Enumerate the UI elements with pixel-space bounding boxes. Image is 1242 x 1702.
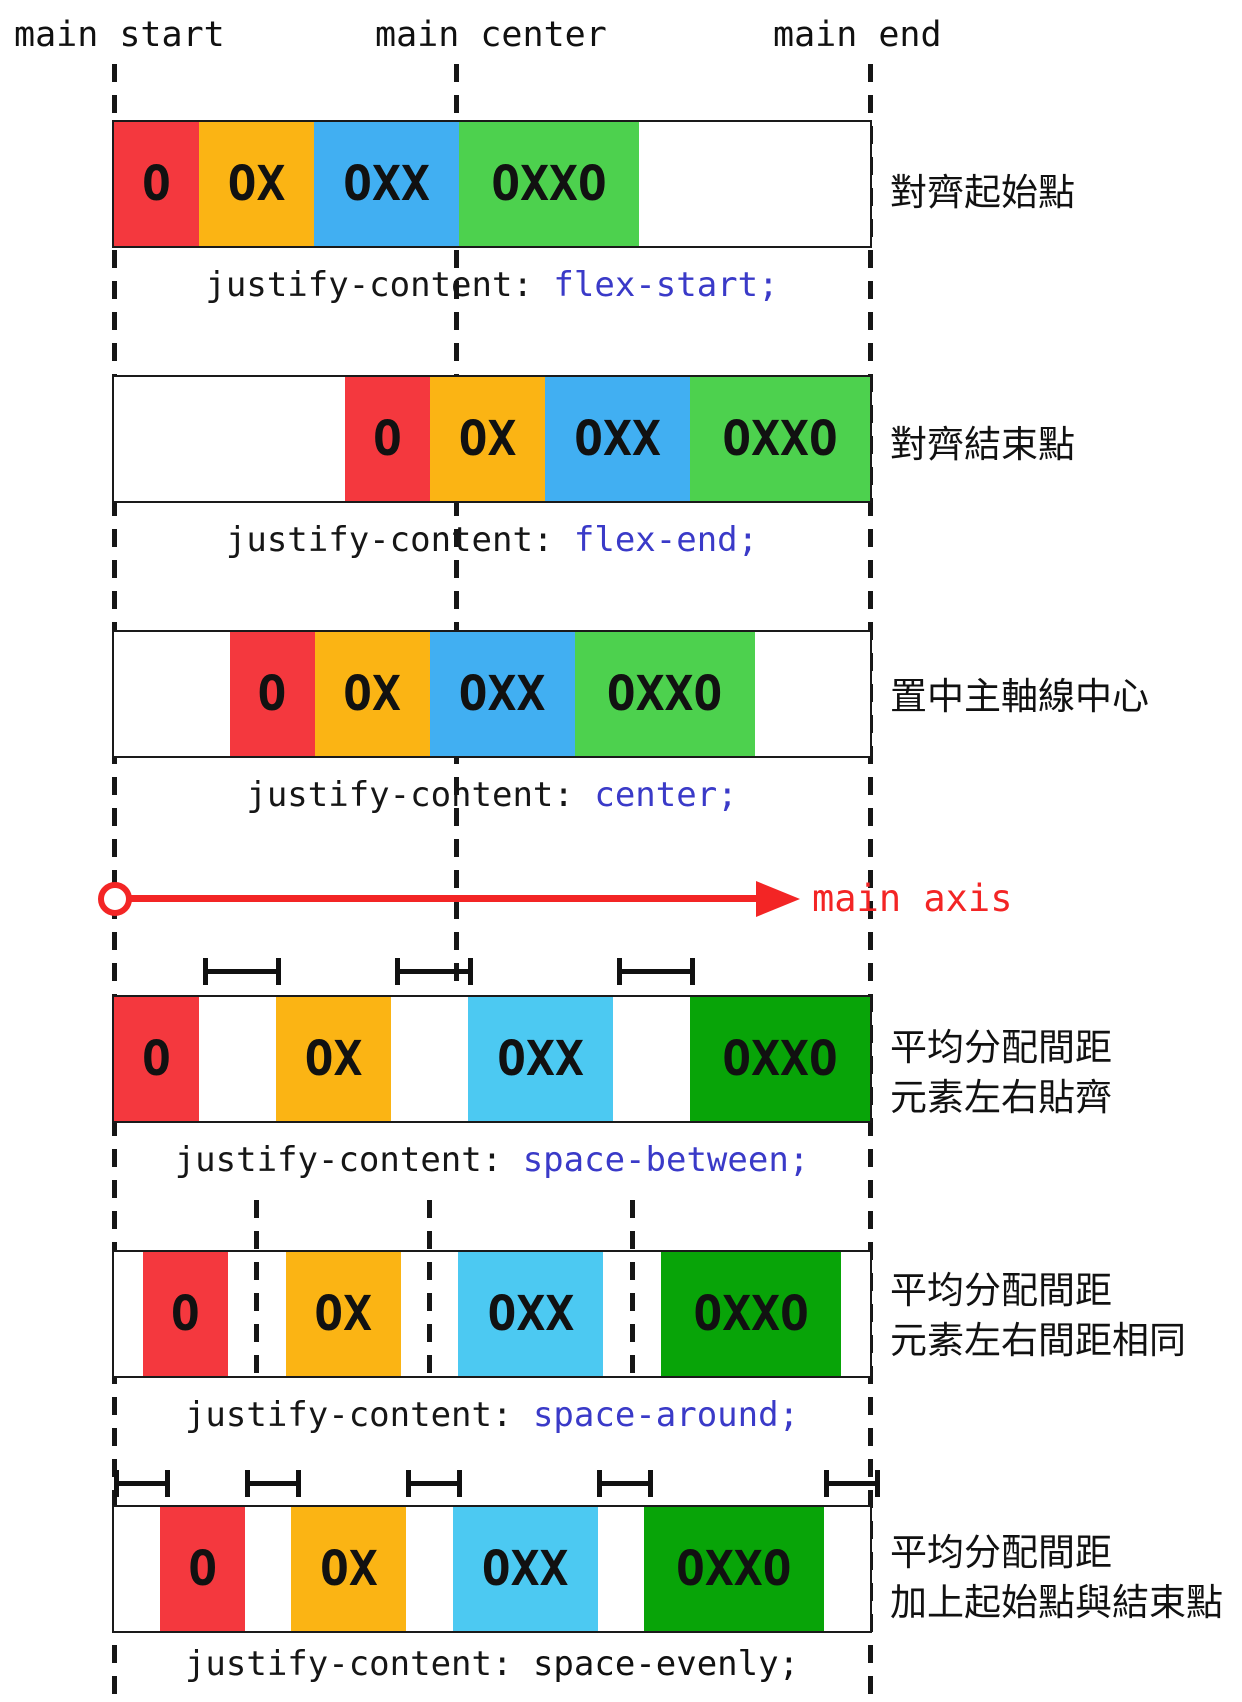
code-value: space-evenly; [532, 1644, 800, 1684]
gap-marker-icon [824, 1470, 880, 1497]
code-property: justify-content: [174, 1140, 523, 1180]
flex-item-oxx: OXX [545, 377, 690, 501]
flex-item-oxx: OXX [458, 1252, 604, 1376]
main-end-guide-line [868, 64, 873, 1702]
main-axis-arrow-line [131, 895, 758, 902]
flex-container-flex-start: O OX OXX OXXO [112, 120, 872, 248]
annotation-flex-end: 對齊結束點 [890, 423, 1075, 466]
flex-item-ox: OX [199, 122, 314, 246]
main-axis-origin-dot-icon [98, 882, 132, 916]
flex-item-oxxo: OXXO [459, 122, 639, 246]
flex-item-oxxo: OXXO [690, 377, 870, 501]
main-end-label: main end [773, 15, 942, 55]
flex-item-o: O [229, 632, 315, 756]
flex-item-oxx: OXX [452, 1507, 598, 1631]
flex-item-ox: OX [430, 377, 545, 501]
flex-item-o: O [114, 997, 199, 1121]
gap-marker-icon [617, 958, 695, 985]
code-value: center; [594, 775, 738, 815]
flex-item-oxxo: OXXO [643, 1507, 824, 1631]
code-property: justify-content: [184, 1644, 533, 1684]
main-start-label: main start [14, 15, 225, 55]
gap-marker-icon [114, 1470, 170, 1497]
space-around-midpoint-line [254, 1200, 259, 1377]
flex-item-o: O [114, 122, 199, 246]
flex-item-o: O [345, 377, 430, 501]
gap-marker-icon [203, 958, 281, 985]
code-center: justify-content: center; [112, 775, 872, 815]
code-property: justify-content: [205, 265, 554, 305]
space-around-midpoint-line [630, 1200, 635, 1377]
flex-item-oxxo: OXXO [574, 632, 755, 756]
code-property: justify-content: [184, 1395, 533, 1435]
code-space-around: justify-content: space-around; [112, 1395, 872, 1435]
flex-container-space-evenly: O OX OXX OXXO [112, 1505, 872, 1633]
gap-marker-icon [245, 1470, 301, 1497]
code-property: justify-content: [246, 775, 595, 815]
flex-container-flex-end: O OX OXX OXXO [112, 375, 872, 503]
flex-item-ox: OX [276, 997, 391, 1121]
flex-item-o: O [160, 1507, 246, 1631]
code-value: flex-end; [573, 520, 759, 560]
flex-item-oxx: OXX [429, 632, 575, 756]
annotation-center: 置中主軸線中心 [890, 675, 1149, 718]
gap-marker-icon [597, 1470, 653, 1497]
code-space-evenly: justify-content: space-evenly; [112, 1644, 872, 1684]
annotation-space-between: 平均分配間距元素左右貼齊 [890, 1026, 1112, 1119]
flex-container-space-between: O OX OXX OXXO [112, 995, 872, 1123]
code-flex-start: justify-content: flex-start; [112, 265, 872, 305]
code-value: space-between; [522, 1140, 810, 1180]
flex-item-o: O [142, 1252, 228, 1376]
main-axis-label: main axis [812, 877, 1013, 920]
code-space-between: justify-content: space-between; [112, 1140, 872, 1180]
flex-container-center: O OX OXX OXXO [112, 630, 872, 758]
flex-item-oxx: OXX [468, 997, 613, 1121]
space-around-midpoint-line [427, 1200, 432, 1377]
gap-marker-icon [406, 1470, 462, 1497]
flex-item-ox: OX [314, 632, 430, 756]
flex-item-ox: OX [291, 1507, 407, 1631]
main-axis-arrowhead-icon [756, 881, 800, 917]
code-value: space-around; [532, 1395, 800, 1435]
flex-item-oxxo: OXXO [661, 1252, 842, 1376]
main-center-label: main center [375, 15, 607, 55]
annotation-space-evenly: 平均分配間距加上起始點與結束點 [890, 1531, 1223, 1624]
gap-marker-icon [395, 958, 473, 985]
annotation-space-around: 平均分配間距元素左右間距相同 [890, 1269, 1186, 1362]
flex-item-ox: OX [285, 1252, 401, 1376]
code-flex-end: justify-content: flex-end; [112, 520, 872, 560]
main-center-guide-line [454, 64, 459, 985]
code-property: justify-content: [225, 520, 574, 560]
flex-item-oxx: OXX [314, 122, 459, 246]
flex-container-space-around: O OX OXX OXXO [112, 1250, 872, 1378]
annotation-flex-start: 對齊起始點 [890, 171, 1075, 214]
code-value: flex-start; [553, 265, 779, 305]
flex-item-oxxo: OXXO [690, 997, 870, 1121]
